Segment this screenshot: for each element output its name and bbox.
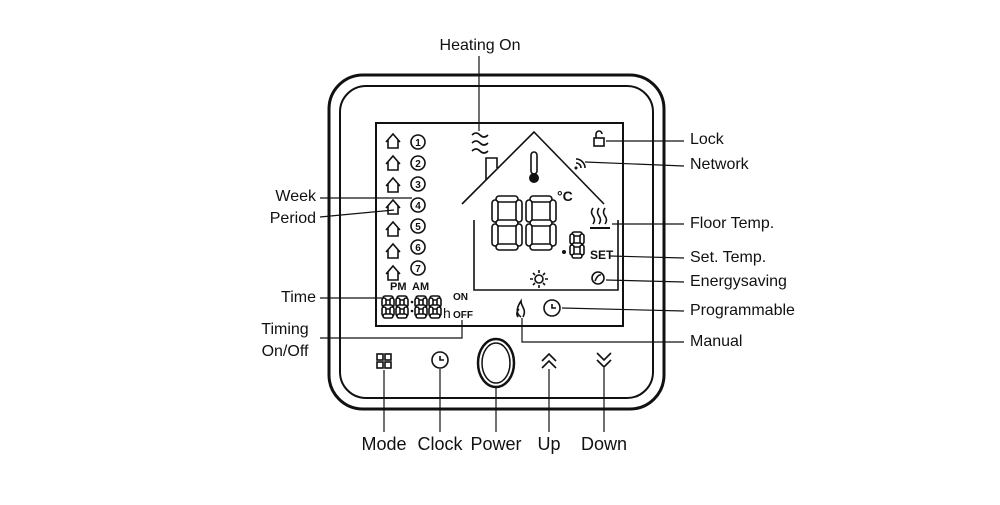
weekday-2: 2 <box>415 159 421 170</box>
weekday-1: 1 <box>415 138 421 149</box>
mode-grid-icon <box>376 353 384 361</box>
weekday-4: 4 <box>415 201 421 212</box>
clock-button[interactable] <box>431 351 449 369</box>
chevron-down-icon <box>596 352 612 369</box>
house-outline <box>461 130 619 291</box>
time-digits <box>381 295 442 319</box>
callout-lock: Lock <box>690 131 724 148</box>
callout-time: Time <box>281 289 316 306</box>
up-button[interactable] <box>541 352 557 369</box>
button-label-down: Down <box>580 434 628 454</box>
sun-icon <box>530 270 548 288</box>
button-label-power: Power <box>470 434 522 454</box>
callout-energysaving: Energysaving <box>690 273 787 290</box>
callout-timing-line2: On/Off <box>261 343 309 360</box>
programmable-clock-icon <box>543 299 561 317</box>
heating-waves-icon <box>471 132 489 154</box>
weekday-6: 6 <box>415 243 421 254</box>
temperature-digits <box>491 195 585 259</box>
weekday-3: 3 <box>415 180 421 191</box>
weekday-5: 5 <box>415 222 421 233</box>
temp-unit-label: °C <box>557 188 573 204</box>
timing-off-indicator: OFF <box>453 310 473 321</box>
callout-week: Week <box>275 188 316 205</box>
energysaving-icon <box>591 271 605 285</box>
callout-manual: Manual <box>690 333 743 350</box>
network-icon <box>574 158 586 170</box>
hour-suffix: h <box>443 305 451 321</box>
callout-programmable: Programmable <box>690 302 795 319</box>
callout-floor-temp: Floor Temp. <box>690 215 775 232</box>
weekday-numbers: 1 2 3 4 5 6 7 <box>410 134 426 276</box>
button-label-mode: Mode <box>361 434 407 454</box>
callout-period: Period <box>269 210 316 227</box>
set-indicator: SET <box>590 248 614 262</box>
chevron-up-icon <box>541 352 557 369</box>
power-button-ring <box>476 337 516 389</box>
am-indicator: AM <box>412 281 429 293</box>
floor-heat-icon <box>590 207 610 229</box>
period-house-icons <box>385 132 401 281</box>
callout-timing-line1: Timing <box>261 321 309 338</box>
pm-indicator: PM <box>390 281 407 293</box>
callout-set-temp: Set. Temp. <box>690 249 767 266</box>
callout-network: Network <box>690 156 749 173</box>
mode-button[interactable] <box>376 353 392 369</box>
flame-icon <box>516 298 526 318</box>
lock-icon <box>593 130 605 147</box>
button-label-up: Up <box>537 434 561 454</box>
timing-on-indicator: ON <box>453 292 468 303</box>
callout-heating-on: Heating On <box>439 37 521 54</box>
button-label-clock: Clock <box>417 434 463 454</box>
weekday-7: 7 <box>415 264 421 275</box>
thermometer-icon <box>529 151 539 183</box>
callout-leaders <box>319 56 685 432</box>
clock-icon <box>431 351 449 369</box>
down-button[interactable] <box>596 352 612 369</box>
power-button[interactable] <box>476 337 516 389</box>
